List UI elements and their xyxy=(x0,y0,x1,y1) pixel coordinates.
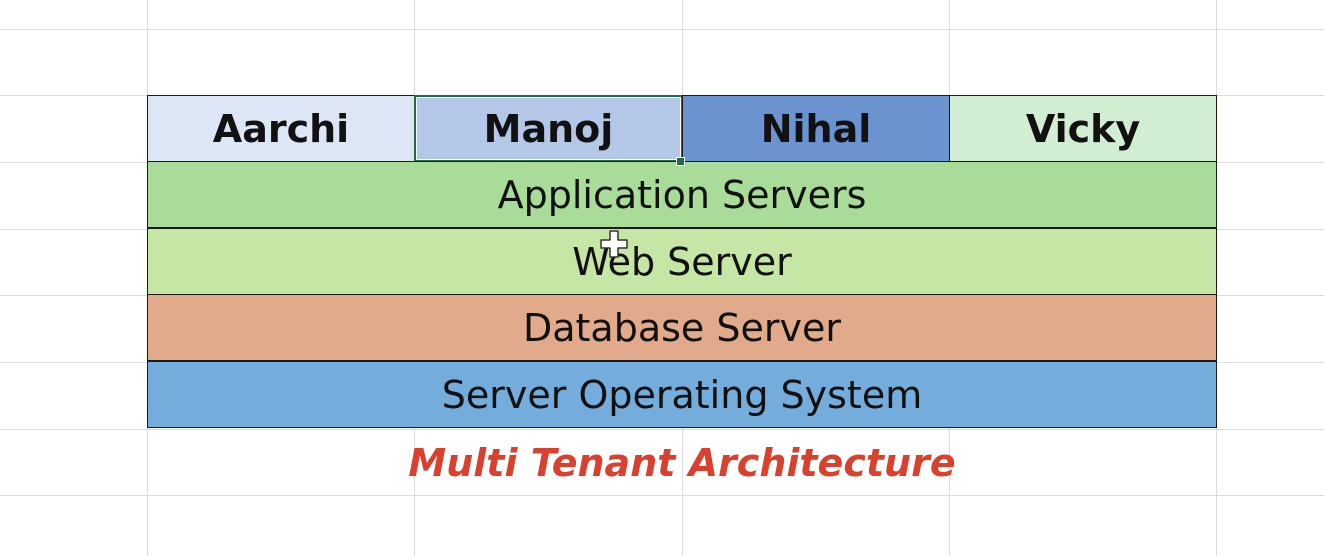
layer-cell-web-server[interactable]: Web Server xyxy=(147,228,1217,295)
layer-cell-server-operating-system[interactable]: Server Operating System xyxy=(147,361,1217,428)
layer-cell-application-servers[interactable]: Application Servers xyxy=(147,161,1217,228)
selection-fill-handle[interactable] xyxy=(676,157,685,166)
row-gridline xyxy=(0,29,1324,30)
tenant-cell-aarchi[interactable]: Aarchi xyxy=(147,95,415,162)
layer-cell-database-server[interactable]: Database Server xyxy=(147,294,1217,361)
row-gridline xyxy=(0,429,1324,430)
tenant-cell-vicky[interactable]: Vicky xyxy=(949,95,1217,162)
tenant-cell-manoj[interactable]: Manoj xyxy=(414,95,683,162)
cell-select-cross-icon xyxy=(600,230,628,258)
caption-cell[interactable]: Multi Tenant Architecture xyxy=(408,441,956,485)
row-gridline xyxy=(0,495,1324,496)
tenant-cell-nihal[interactable]: Nihal xyxy=(682,95,950,162)
